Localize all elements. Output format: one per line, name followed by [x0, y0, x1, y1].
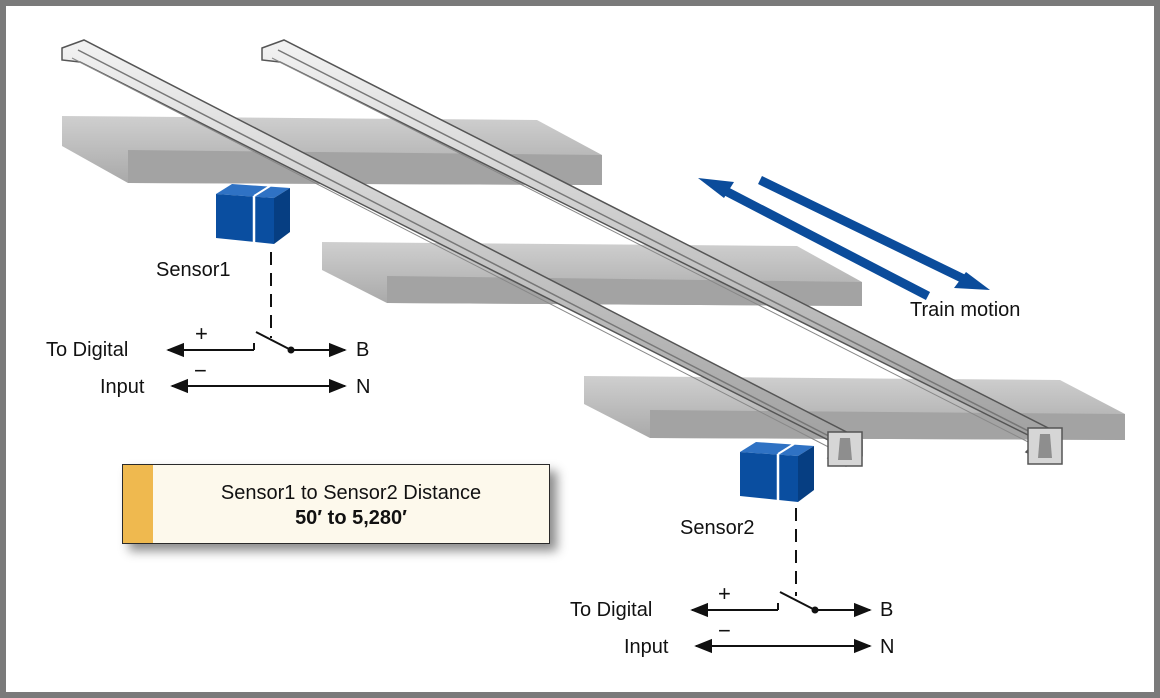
sensor2-circuit — [690, 508, 872, 654]
distance-callout: Sensor1 to Sensor2 Distance 50′ to 5,280… — [122, 464, 550, 544]
sensor2-minus-sign: − — [718, 618, 731, 643]
rail-left — [61, 39, 863, 467]
sensor2-to-digital-label: To Digital — [570, 599, 653, 621]
sensor2-n-terminal: N — [880, 636, 895, 658]
sensor1-switch — [255, 331, 292, 351]
motion-arrowhead-left — [698, 178, 734, 198]
motion-arrow-left-shaft — [713, 182, 931, 300]
train-motion-label: Train motion — [910, 299, 1021, 321]
sensor1-minus-sign: − — [194, 358, 207, 383]
sensor1-n-terminal: N — [356, 376, 371, 398]
sensor1-cube — [216, 184, 290, 244]
sensor2-input-label: Input — [624, 636, 669, 658]
sensor2-cube — [740, 442, 814, 502]
callout-title: Sensor1 to Sensor2 Distance — [220, 482, 482, 504]
sensor1-to-digital-label: To Digital — [46, 339, 129, 361]
sensor1-input-label: Input — [100, 376, 145, 398]
callout-accent-tab — [123, 465, 153, 543]
sensor2-switch — [779, 591, 816, 611]
sensor2-label: Sensor2 — [680, 517, 755, 539]
sensor2-b-terminal: B — [880, 599, 894, 621]
callout-distance-range: 50′ to 5,280′ — [295, 507, 407, 529]
sensor1-label: Sensor1 — [156, 259, 231, 281]
sensor1-b-terminal: B — [356, 339, 370, 361]
sensor2-plus-sign: + — [718, 581, 731, 606]
sensor1-plus-sign: + — [195, 321, 208, 346]
sensor1-circuit — [166, 252, 347, 394]
rail-right — [261, 39, 1063, 465]
motion-arrowhead-right — [954, 272, 990, 290]
train-motion-arrows — [698, 175, 990, 300]
motion-arrow-right-shaft — [758, 175, 972, 287]
